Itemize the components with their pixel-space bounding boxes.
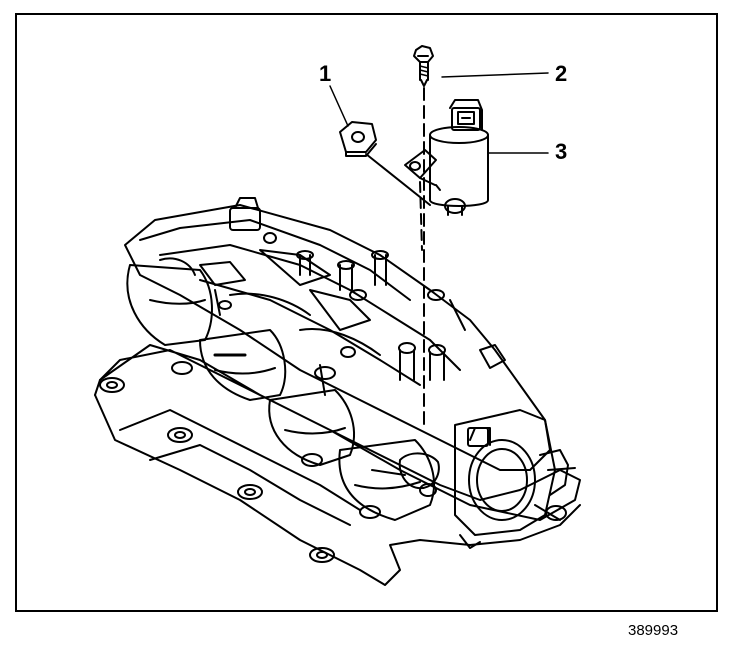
illustration-frame [15, 13, 718, 612]
callout-3: 3 [555, 139, 568, 164]
item-2-bolt [413, 45, 434, 87]
manifold-upper-hardware [159, 197, 506, 396]
throttle-body [454, 409, 576, 549]
item-1-gasket [339, 121, 377, 157]
sensor-port [371, 452, 440, 497]
assembly-lines [365, 87, 431, 431]
item-3-sensor [404, 99, 489, 216]
callout-leaders [329, 72, 549, 154]
callout-1: 1 [319, 61, 332, 86]
manifold-runners [126, 264, 435, 521]
figure-id: 389993 [628, 622, 679, 639]
callout-2: 2 [555, 61, 568, 86]
flange-bolt-bosses [99, 361, 381, 563]
manifold-flange [94, 344, 581, 586]
